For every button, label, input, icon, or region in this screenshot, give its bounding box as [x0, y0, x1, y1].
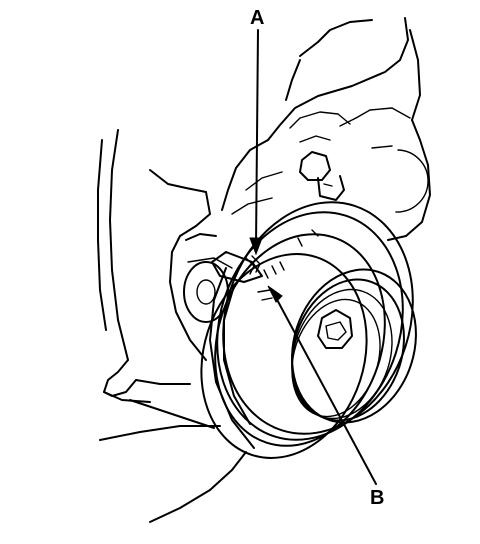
label-a: A	[250, 7, 264, 29]
engine-block-outline	[221, 17, 431, 241]
leader-line-a	[255, 29, 259, 247]
callout-b: B	[267, 285, 384, 509]
crankshaft-pulley	[200, 201, 414, 459]
label-b: B	[370, 487, 384, 509]
timing-cover-edge	[97, 129, 217, 403]
pulley-center-bolt	[317, 309, 353, 349]
pulley-timing-marks	[257, 229, 319, 301]
leader-line-b	[273, 293, 377, 485]
callout-a: A	[249, 7, 264, 256]
arrowhead-a	[249, 237, 263, 256]
pulley-grooves	[291, 268, 417, 424]
timing-pointer	[211, 251, 263, 283]
bolt	[299, 151, 345, 201]
arrowhead-b	[267, 285, 283, 303]
lower-lines	[99, 399, 247, 523]
